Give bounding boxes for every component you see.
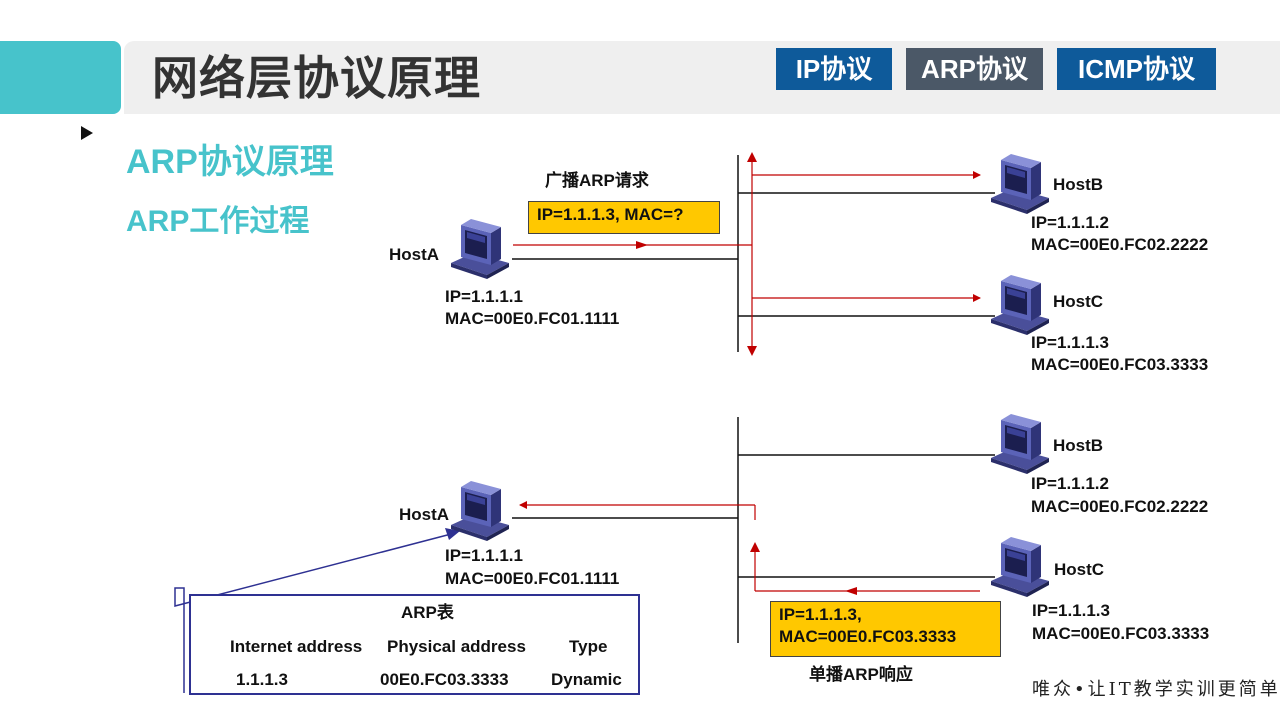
broadcast-arrow-down [747, 346, 757, 356]
header-accent-block [0, 41, 121, 114]
hostC-mac: MAC=00E0.FC03.3333 [1032, 624, 1210, 643]
reply-arrow-head-1 [845, 587, 857, 595]
bullet-triangle-icon [81, 126, 93, 140]
arp-table: ARP表 Internet address Physical address T… [189, 594, 640, 695]
hostA-computer-icon [451, 219, 509, 279]
page-title: 网络层协议原理 [152, 52, 481, 104]
arp-table-pointer-head [445, 528, 460, 540]
hostC-ip: IP=1.1.1.3 [1032, 601, 1110, 620]
unicast-label: 单播ARP响应 [809, 665, 913, 684]
hostB-ip: IP=1.1.1.2 [1031, 213, 1109, 232]
arp-table-header-type: Type [569, 637, 608, 656]
hostC-computer-icon [991, 537, 1049, 597]
arp-table-pointer [174, 532, 456, 693]
arp-reply-ip: IP=1.1.1.3, [779, 605, 862, 624]
arp-reply-mac: MAC=00E0.FC03.3333 [779, 627, 957, 646]
hostB-ip: IP=1.1.1.2 [1031, 474, 1109, 493]
arp-table-header-internet-address: Internet address [230, 637, 363, 656]
hostA-mac: MAC=00E0.FC01.1111 [445, 569, 620, 588]
section-subheading: ARP工作过程 [126, 205, 310, 238]
hostC-ip: IP=1.1.1.3 [1031, 333, 1109, 352]
hostA-name: HostA [389, 245, 440, 264]
hostA-mac: MAC=00E0.FC01.1111 [445, 309, 620, 328]
arp-reply-box: IP=1.1.1.3, MAC=00E0.FC03.3333 [770, 601, 1001, 657]
hostC-name: HostC [1053, 292, 1104, 311]
tab-icmp-protocol[interactable]: ICMP协议 [1057, 48, 1216, 90]
hostB-name: HostB [1053, 175, 1104, 194]
hostC-name: HostC [1054, 560, 1105, 579]
tab-ip-protocol[interactable]: IP协议 [776, 48, 892, 90]
arp-table-header-physical-address: Physical address [387, 637, 526, 656]
hostA-name: HostA [399, 505, 450, 524]
hostB-mac: MAC=00E0.FC02.2222 [1031, 497, 1209, 516]
arp-table-cell-internet-address: 1.1.1.3 [236, 670, 288, 689]
tab-arp-protocol[interactable]: ARP协议 [906, 48, 1043, 90]
broadcast-arrow-head [636, 241, 648, 249]
section-heading: ARP协议原理 [126, 143, 334, 181]
hostB-computer-icon [991, 414, 1049, 474]
broadcast-arrow-up [747, 152, 757, 162]
arp-table-cell-physical-address: 00E0.FC03.3333 [380, 670, 509, 689]
hostB-mac: MAC=00E0.FC02.2222 [1031, 235, 1209, 254]
reply-arrow-up [750, 542, 760, 552]
arp-table-title: ARP表 [401, 603, 454, 622]
hostC-computer-icon [991, 275, 1049, 335]
hostA-ip: IP=1.1.1.1 [445, 546, 523, 565]
hostB-name: HostB [1053, 436, 1104, 455]
broadcast-label: 广播ARP请求 [545, 171, 649, 190]
hostC-mac: MAC=00E0.FC03.3333 [1031, 355, 1209, 374]
footer-slogan: 唯众•让IT教学实训更简单 [1032, 679, 1280, 700]
hostA-computer-icon [451, 481, 509, 541]
arp-table-cell-type: Dynamic [551, 670, 622, 689]
hostB-computer-icon [991, 154, 1049, 214]
hostA-ip: IP=1.1.1.1 [445, 287, 523, 306]
arp-request-box: IP=1.1.1.3, MAC=? [528, 201, 720, 234]
